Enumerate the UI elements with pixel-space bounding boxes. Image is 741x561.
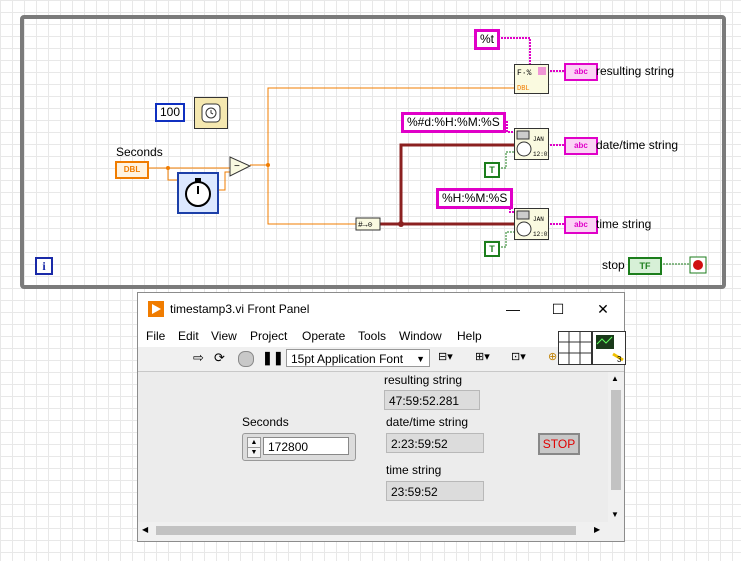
- vi-icon[interactable]: 3: [592, 331, 626, 365]
- menu-edit[interactable]: Edit: [178, 329, 199, 343]
- scroll-left-icon[interactable]: ◀: [142, 525, 149, 534]
- seconds-terminal-label: Seconds: [116, 145, 163, 159]
- menu-window[interactable]: Window: [399, 329, 442, 343]
- resize-icon[interactable]: ⊡▾: [511, 351, 526, 363]
- datetime-format-constant[interactable]: %#d:%H:%M:%S: [401, 112, 506, 133]
- date-time-string-label: date/time string: [596, 138, 679, 152]
- toolbar: ⇨ ⟳ ❚❚ 15pt Application Font ▼ ⊟▾ ⊞▾ ⊡▾ …: [138, 347, 624, 372]
- resulting-string-terminal[interactable]: abc: [564, 63, 598, 81]
- true-constant-time[interactable]: T: [484, 241, 500, 257]
- decrement-arrow-icon[interactable]: ▼: [247, 447, 261, 458]
- menu-help[interactable]: Help: [457, 329, 482, 343]
- svg-text:DBL: DBL: [517, 85, 530, 93]
- wire-bool-date: [498, 151, 514, 169]
- subtract-node: [229, 156, 252, 177]
- while-loop-frame: [20, 15, 726, 289]
- true-constant-date[interactable]: T: [484, 162, 500, 178]
- resulting-string-indicator: 47:59:52.281: [384, 390, 480, 410]
- time-string-indicator-label: time string: [386, 463, 442, 477]
- svg-text:F·%: F·%: [517, 69, 532, 78]
- horizontal-scrollbar[interactable]: ◀ ▶: [138, 522, 608, 539]
- title-bar[interactable]: timestamp3.vi Front Panel — ☐ ✕: [138, 293, 624, 325]
- hms-format-constant[interactable]: %H:%M:%S: [436, 188, 514, 209]
- wire-timestamp-date: [399, 143, 514, 224]
- time-string-label: time string: [596, 217, 652, 231]
- menu-project[interactable]: Project: [250, 329, 288, 343]
- iteration-terminal: i: [35, 257, 53, 275]
- format-date-time-node[interactable]: JAN 12:01: [514, 128, 551, 160]
- wait-ms-icon[interactable]: [194, 97, 228, 129]
- close-icon[interactable]: ✕: [597, 301, 609, 317]
- date-time-indicator: 2:23:59:52: [386, 433, 484, 453]
- scroll-down-icon[interactable]: ▼: [611, 510, 619, 519]
- seconds-terminal[interactable]: DBL: [115, 161, 149, 179]
- svg-text:3: 3: [617, 355, 622, 364]
- menu-bar: File Edit View Project Operate Tools Win…: [138, 325, 624, 347]
- wires-layer: − #→⊙: [147, 37, 707, 274]
- wire-to-format-time: [267, 87, 514, 165]
- svg-text:12:01: 12:01: [533, 231, 548, 238]
- seconds-input[interactable]: 172800: [263, 437, 349, 455]
- front-panel-window: timestamp3.vi Front Panel — ☐ ✕ File Edi…: [137, 292, 626, 542]
- vertical-scrollbar[interactable]: ▲ ▼: [608, 372, 624, 522]
- wire-bool-time: [498, 231, 514, 248]
- svg-text:JAN: JAN: [533, 216, 544, 223]
- menu-tools[interactable]: Tools: [358, 329, 387, 343]
- maximize-icon[interactable]: ☐: [551, 301, 565, 317]
- resulting-string-indicator-label: resulting string: [384, 373, 463, 387]
- menu-operate[interactable]: Operate: [302, 329, 346, 343]
- scroll-right-icon[interactable]: ▶: [594, 525, 601, 534]
- block-diagram: − #→⊙ i %t %#d:%H:%M:%S %H:%M:%S 100 F·%…: [20, 15, 726, 289]
- svg-text:#→⊙: #→⊙: [358, 221, 373, 230]
- chevron-down-icon: ▼: [416, 354, 425, 364]
- front-panel-canvas: Seconds ▲ ▼ 172800 resulting string 47:5…: [138, 372, 608, 522]
- tick-count-stopwatch-icon[interactable]: [177, 172, 219, 214]
- run-continuously-icon[interactable]: ⟳: [214, 350, 225, 365]
- stop-button[interactable]: STOP: [538, 433, 580, 455]
- wire-tickcount-subtract: [215, 171, 230, 191]
- connector-pane-icon[interactable]: [558, 331, 592, 365]
- run-arrow-icon[interactable]: ⇨: [193, 350, 204, 365]
- vertical-scroll-thumb[interactable]: [611, 390, 621, 490]
- svg-text:12:01: 12:01: [533, 151, 548, 158]
- wire-seconds-branch: [167, 168, 178, 181]
- date-time-indicator-label: date/time string: [386, 415, 469, 429]
- resulting-string-label: resulting string: [596, 64, 675, 78]
- scroll-up-icon[interactable]: ▲: [611, 374, 619, 383]
- minimize-icon[interactable]: —: [506, 301, 520, 317]
- stop-terminal[interactable]: TF: [628, 257, 662, 275]
- svg-text:−: −: [234, 161, 240, 172]
- menu-view[interactable]: View: [211, 329, 237, 343]
- abort-icon[interactable]: [238, 351, 254, 367]
- pause-icon[interactable]: ❚❚: [262, 350, 284, 365]
- format-t-constant[interactable]: %t: [474, 29, 501, 50]
- font-select-value: 15pt Application Font: [291, 352, 404, 366]
- date-time-string-terminal[interactable]: abc: [564, 137, 598, 155]
- seconds-control: ▲ ▼ 172800: [242, 433, 356, 461]
- reorder-icon[interactable]: ⊕: [548, 351, 558, 363]
- menu-file[interactable]: File: [146, 329, 166, 343]
- time-string-terminal[interactable]: abc: [564, 216, 598, 234]
- window-title: timestamp3.vi Front Panel: [170, 302, 310, 316]
- wait-ms-constant[interactable]: 100: [155, 103, 186, 122]
- wire-to-convert: [267, 165, 356, 225]
- seconds-control-label: Seconds: [242, 415, 289, 429]
- distribute-icon[interactable]: ⊞▾: [475, 351, 490, 363]
- horizontal-scroll-thumb[interactable]: [156, 526, 576, 535]
- wire-format-t: [498, 37, 531, 65]
- align-icon[interactable]: ⊟▾: [438, 351, 453, 363]
- labview-app-icon: [148, 301, 164, 317]
- to-timestamp-node: [355, 217, 381, 231]
- font-select[interactable]: 15pt Application Font ▼: [286, 349, 430, 367]
- svg-text:JAN: JAN: [533, 136, 544, 143]
- time-string-indicator: 23:59:52: [386, 481, 484, 501]
- stop-terminal-label: stop: [602, 258, 625, 272]
- format-time-string-node[interactable]: F·% DBL: [514, 64, 549, 94]
- format-time-node[interactable]: JAN 12:01: [514, 208, 551, 240]
